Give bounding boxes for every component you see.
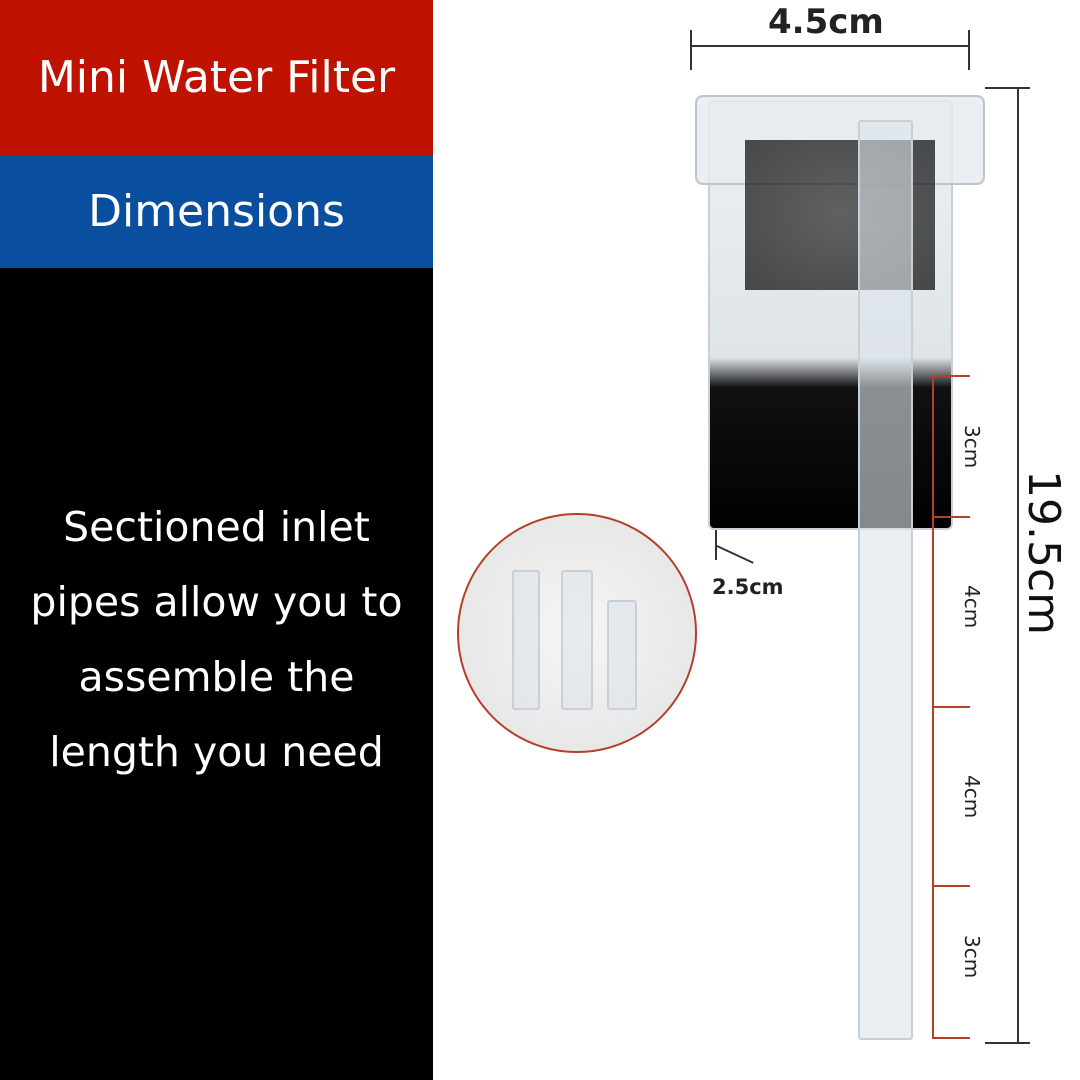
- page-title: Mini Water Filter: [0, 0, 433, 155]
- inlet-pipe: [858, 120, 913, 1040]
- height-tick-bottom: [985, 1042, 1030, 1044]
- pipe-section: [561, 570, 593, 710]
- section-tick: [932, 375, 970, 377]
- width-tick-left: [690, 30, 692, 70]
- width-label: 4.5cm: [768, 2, 884, 42]
- section-tick: [932, 516, 970, 518]
- section-tick: [932, 706, 970, 708]
- pipe-section: [607, 600, 637, 710]
- section-tick: [932, 885, 970, 887]
- width-tick-right: [968, 30, 970, 70]
- description-text: Sectioned inlet pipes allow you to assem…: [30, 503, 403, 776]
- depth-label: 2.5cm: [712, 575, 784, 599]
- depth-tick: [715, 530, 717, 560]
- section-label: 4cm: [960, 775, 984, 819]
- height-tick-top: [985, 87, 1030, 89]
- width-dimension-line: [690, 45, 970, 47]
- left-panel: Mini Water Filter Dimensions Sectioned i…: [0, 0, 433, 1080]
- height-label: 19.5cm: [1018, 470, 1069, 636]
- depth-line: [716, 545, 754, 564]
- section-tick: [932, 1037, 970, 1039]
- section-label: 3cm: [960, 425, 984, 469]
- height-dimension-line: [1017, 87, 1019, 1042]
- section-label: 4cm: [960, 585, 984, 629]
- section-label: 3cm: [960, 935, 984, 979]
- page-subtitle: Dimensions: [0, 155, 433, 268]
- pipe-sections-inset: [457, 513, 697, 753]
- pipe-section: [512, 570, 540, 710]
